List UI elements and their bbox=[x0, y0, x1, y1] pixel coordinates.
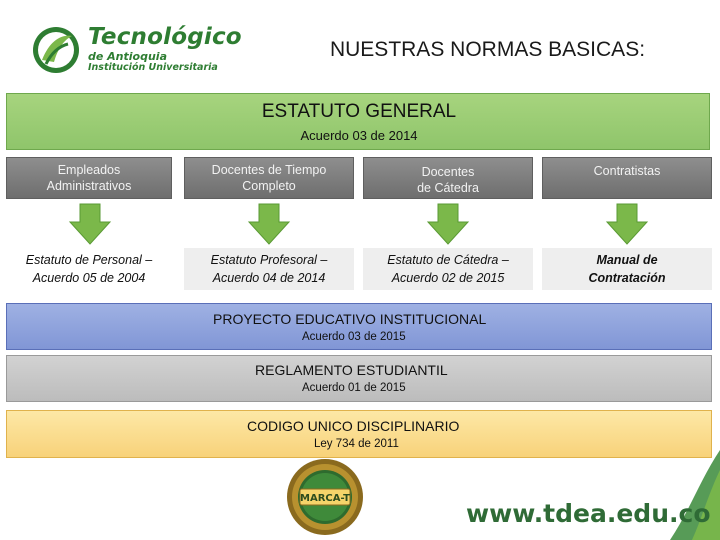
statute-line: Acuerdo 04 de 2014 bbox=[212, 271, 326, 285]
statute-line: Acuerdo 05 de 2004 bbox=[32, 271, 146, 285]
statute-catedra: Estatuto de Cátedra – Acuerdo 02 de 2015 bbox=[363, 248, 533, 290]
statute-profesoral: Estatuto Profesoral – Acuerdo 04 de 2014 bbox=[184, 248, 354, 290]
statute-line: Contratación bbox=[588, 271, 666, 285]
logo-institution: Institución Universitaria bbox=[88, 62, 218, 73]
category-line: Completo bbox=[242, 179, 296, 193]
statute-line: Estatuto de Cátedra – bbox=[387, 253, 509, 267]
category-line: Contratistas bbox=[593, 164, 661, 178]
logo-title: Tecnológico bbox=[88, 24, 242, 50]
down-arrow-icon bbox=[605, 203, 649, 245]
category-line: Docentes de Tiempo bbox=[211, 163, 327, 177]
proyecto-title: PROYECTO EDUCATIVO INSTITUCIONAL bbox=[213, 311, 487, 327]
statute-line: Acuerdo 02 de 2015 bbox=[391, 271, 505, 285]
codigo-subtitle: Ley 734 de 2011 bbox=[314, 438, 399, 450]
statute-personal: Estatuto de Personal – Acuerdo 05 de 2004 bbox=[6, 248, 172, 290]
reglamento-title: REGLAMENTO ESTUDIANTIL bbox=[255, 362, 448, 378]
estatuto-subtitle: Acuerdo 03 de 2014 bbox=[300, 128, 418, 143]
seal-text: MARCA-T bbox=[300, 493, 350, 504]
statute-contratacion: Manual de Contratación bbox=[542, 248, 712, 290]
codigo-disciplinario-band: CODIGO UNICO DISCIPLINARIO Ley 734 de 20… bbox=[6, 410, 712, 458]
website-url[interactable]: www.tdea.edu.co bbox=[466, 499, 711, 528]
category-line: Administrativos bbox=[46, 179, 132, 193]
marca-t-seal-icon: MARCA-T bbox=[287, 459, 363, 535]
corner-swoosh-icon bbox=[670, 450, 720, 540]
estatuto-title: ESTATUTO GENERAL bbox=[261, 101, 457, 122]
down-arrow-icon bbox=[68, 203, 112, 245]
statute-line: Estatuto de Personal – bbox=[25, 253, 153, 267]
category-contratistas: Contratistas bbox=[542, 157, 712, 199]
proyecto-educativo-band: PROYECTO EDUCATIVO INSTITUCIONAL Acuerdo… bbox=[6, 303, 712, 350]
category-line: Docentes bbox=[421, 165, 475, 179]
logo-subtitle: de Antioquia bbox=[88, 50, 167, 63]
reglamento-subtitle: Acuerdo 01 de 2015 bbox=[302, 382, 406, 394]
category-docentes-catedra: Docentes de Cátedra bbox=[363, 157, 533, 199]
down-arrow-icon bbox=[247, 203, 291, 245]
page-title: NUESTRAS NORMAS BASICAS: bbox=[329, 38, 646, 61]
down-arrow-icon bbox=[426, 203, 470, 245]
category-line: Empleados bbox=[57, 163, 121, 177]
codigo-title: CODIGO UNICO DISCIPLINARIO bbox=[247, 418, 460, 434]
estatuto-general-box: ESTATUTO GENERAL Acuerdo 03 de 2014 bbox=[6, 93, 710, 150]
reglamento-estudiantil-band: REGLAMENTO ESTUDIANTIL Acuerdo 01 de 201… bbox=[6, 355, 712, 402]
proyecto-subtitle: Acuerdo 03 de 2015 bbox=[302, 331, 406, 343]
category-line: de Cátedra bbox=[417, 181, 479, 195]
tdea-logo-icon bbox=[33, 27, 79, 73]
statute-line: Estatuto Profesoral – bbox=[210, 253, 328, 267]
statute-line: Manual de bbox=[596, 253, 658, 267]
